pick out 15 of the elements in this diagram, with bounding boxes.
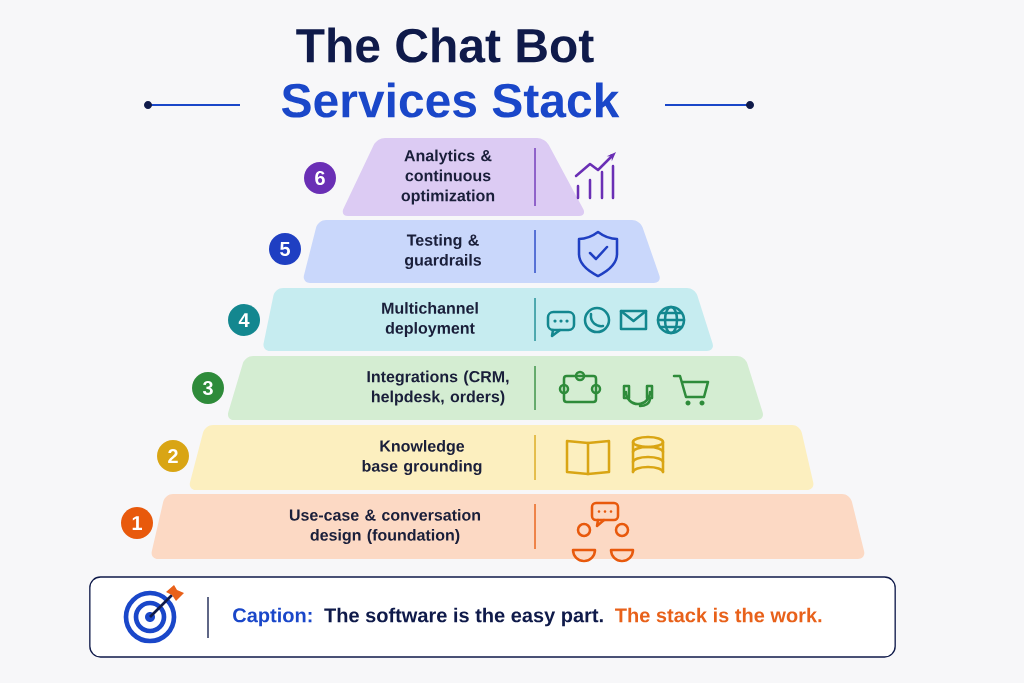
- caption-box: Caption: The software is the easy part. The stack is the work.: [89, 576, 896, 658]
- pyramid-layer: Analytics & continuous optimization: [342, 138, 585, 216]
- pyramid-layer: Multichannel deployment: [263, 288, 713, 351]
- pyramid-layer: Use-case & conversation design (foundation): [151, 494, 865, 559]
- number-badge: 5: [269, 233, 301, 265]
- number-badge: 4: [228, 304, 260, 336]
- pyramid-layer: Integrations (CRM, helpdesk, orders): [227, 356, 763, 420]
- pyramid-layer: Testing & guardrails: [303, 220, 660, 283]
- number-badge: 6: [304, 162, 336, 194]
- pyramid-layer: Knowledge base grounding: [189, 425, 814, 490]
- number-badge: 2: [157, 440, 189, 472]
- number-badge: 1: [121, 507, 153, 539]
- number-badge: 3: [192, 372, 224, 404]
- title: The Chat Bot: [296, 27, 594, 63]
- subtitle: Services Stack: [281, 82, 620, 118]
